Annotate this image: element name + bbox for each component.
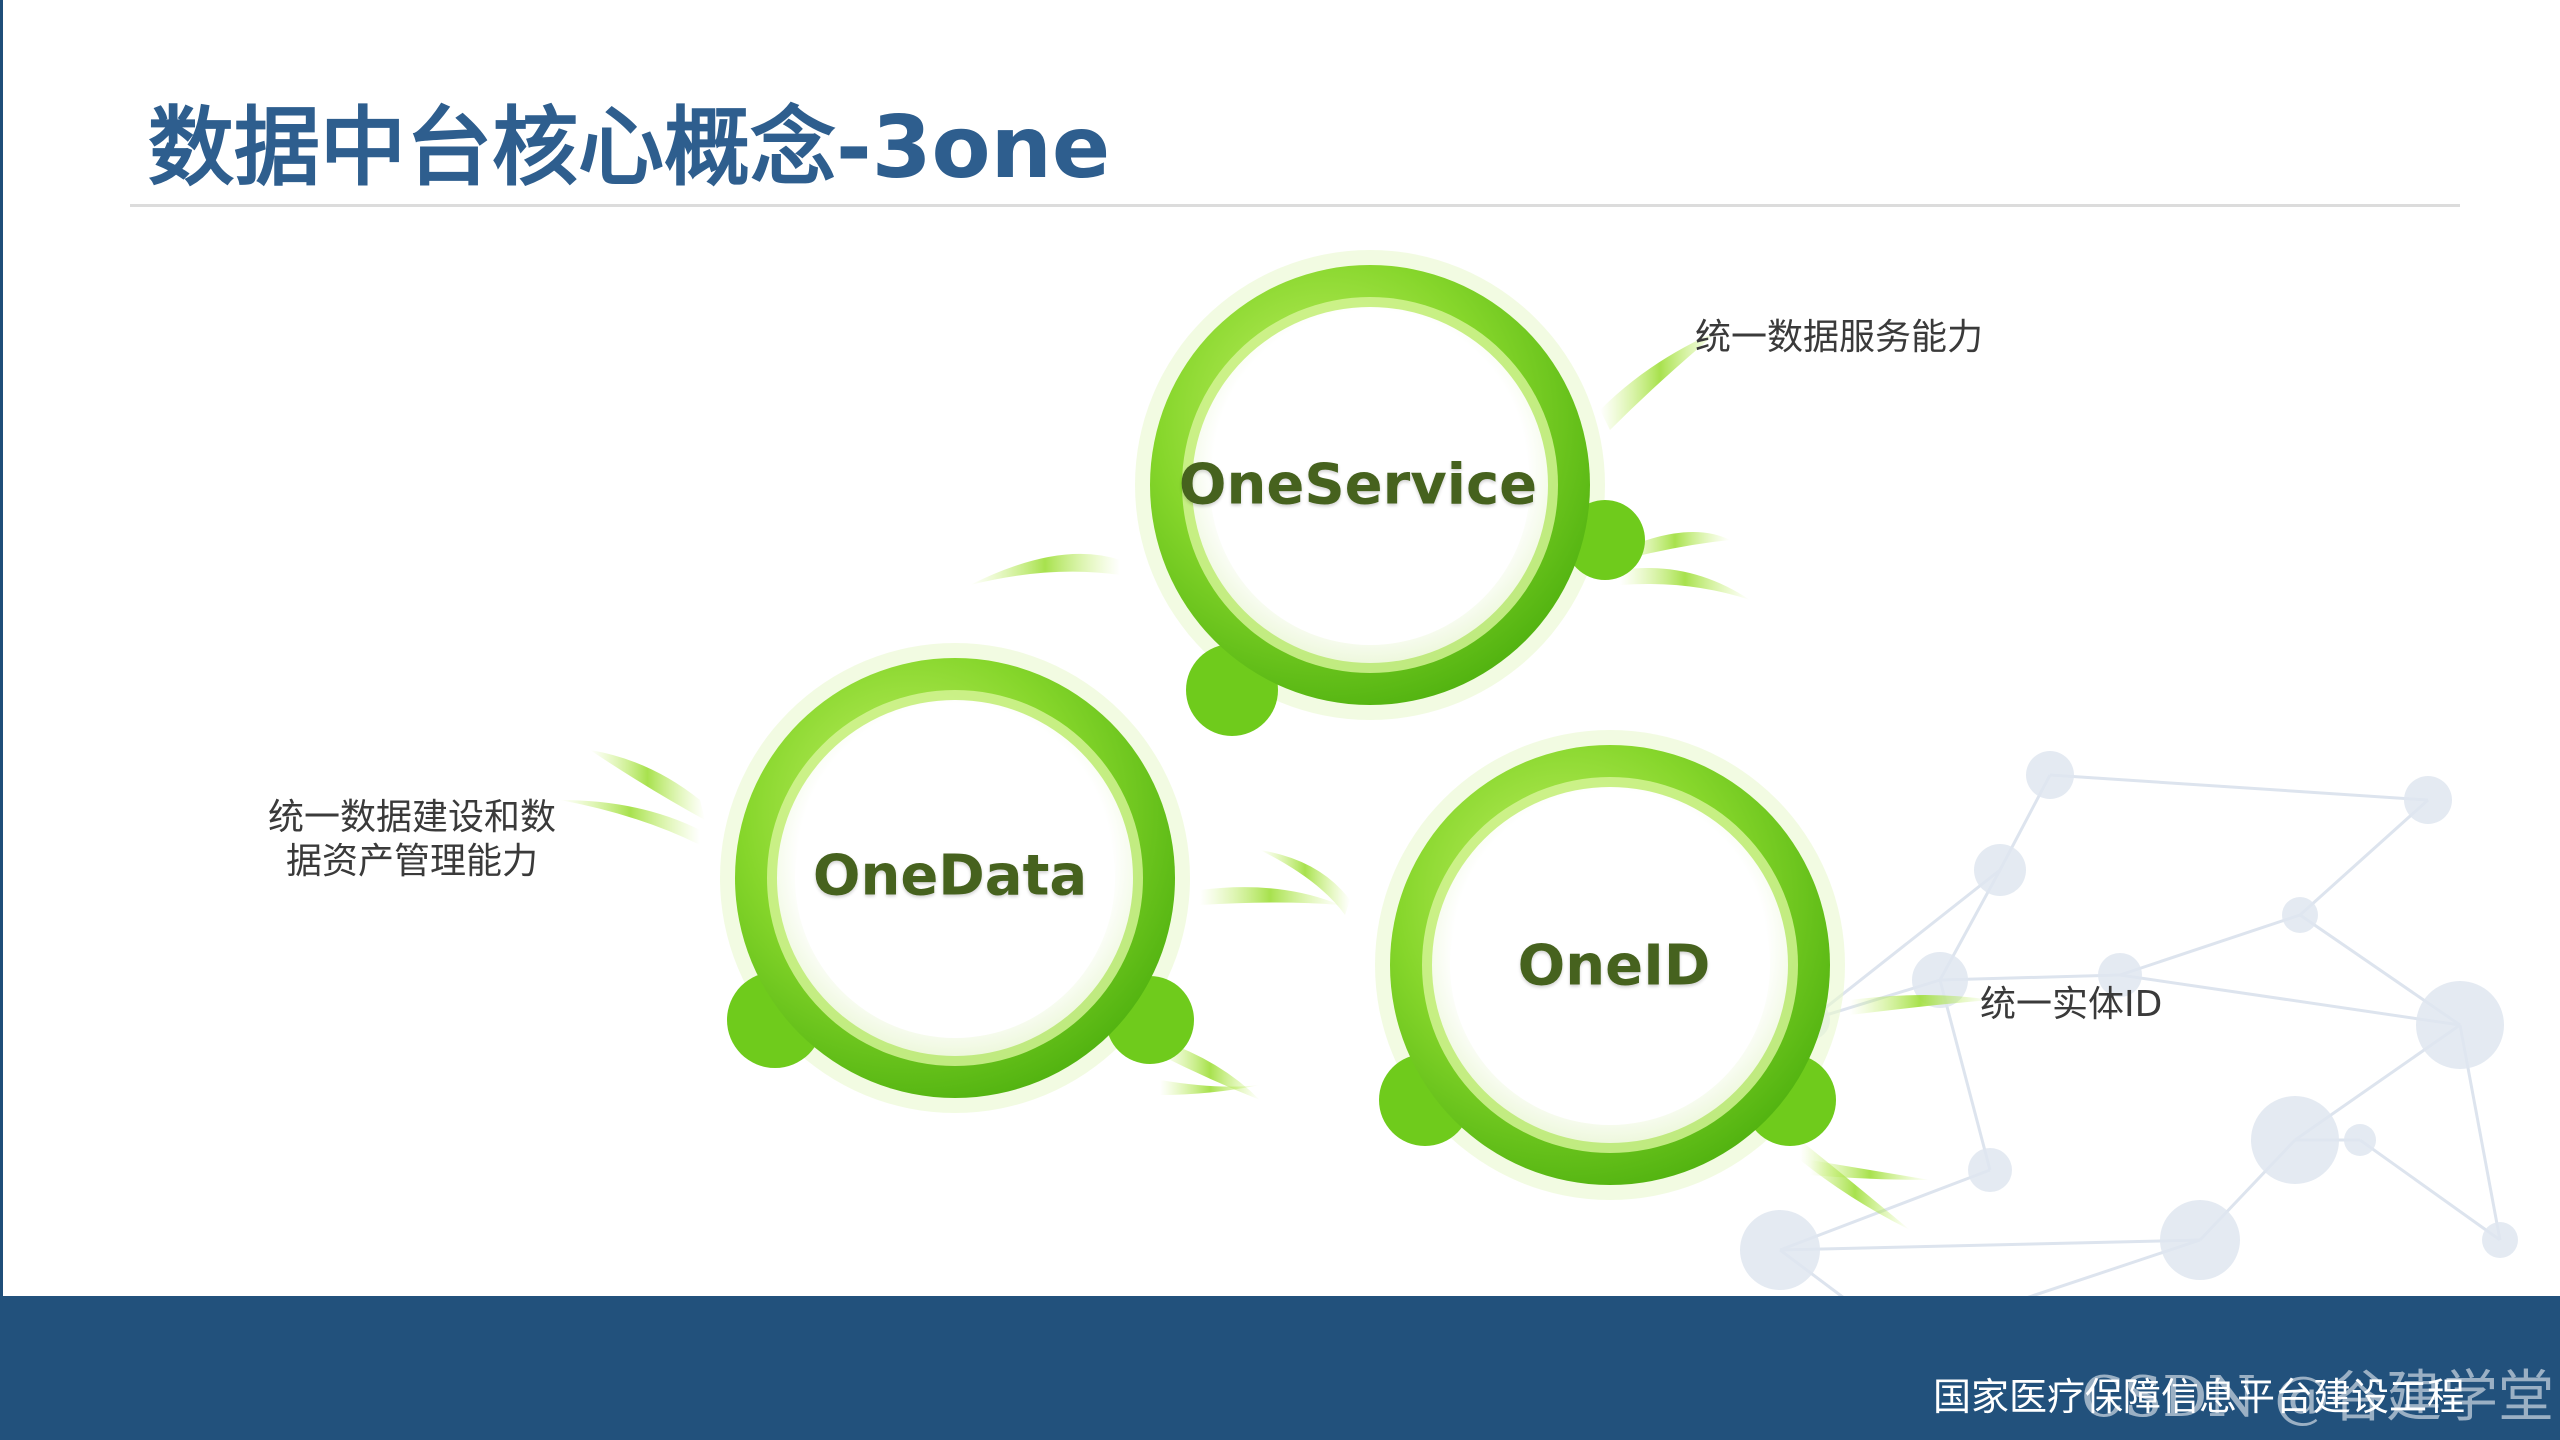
network-node xyxy=(2482,1222,2518,1258)
network-edge xyxy=(1779,1238,2201,1252)
network-node xyxy=(1740,1210,1820,1290)
circle-onedata xyxy=(560,643,1340,1113)
circle-label-oneservice: OneService xyxy=(1178,452,1538,518)
circle-label-oneid: OneID xyxy=(1517,933,1711,999)
network-edge xyxy=(1938,979,1992,1171)
circle-oneid xyxy=(1260,730,1990,1230)
network-node xyxy=(2026,751,2074,799)
left-accent-bar xyxy=(0,0,3,1296)
network-node xyxy=(2251,1096,2339,1184)
network-node xyxy=(2098,953,2142,997)
footer-text: 国家医疗保障信息平台建设工程 xyxy=(1932,1375,2465,1419)
network-node xyxy=(2344,1124,2376,1156)
concept-diagram xyxy=(560,250,1990,1230)
footer-bar xyxy=(0,1296,2560,1440)
title-underline xyxy=(130,204,2460,207)
network-node xyxy=(2404,776,2452,824)
watermark: CSDN @谷建学堂 xyxy=(2081,1365,2554,1430)
description-oneservice: 统一数据服务能力 xyxy=(1695,317,1984,358)
network-edge xyxy=(2049,773,2429,802)
network-node xyxy=(1974,844,2026,896)
description-onedata-line-2: 据资产管理能力 xyxy=(286,841,539,882)
description-oneid: 统一实体ID xyxy=(1980,984,2163,1025)
network-node xyxy=(2160,1200,2240,1280)
network-edge xyxy=(2119,973,2461,1027)
network-edge xyxy=(2119,913,2301,977)
network-edge xyxy=(2298,798,2430,917)
network-node xyxy=(1912,952,1968,1008)
circle-oneservice xyxy=(970,250,1750,736)
description-onedata-line-1: 统一数据建设和数 xyxy=(268,797,557,838)
slide-title: 数据中台核心概念-3one xyxy=(148,98,1111,198)
circle-label-onedata: OneData xyxy=(812,843,1088,909)
network-node xyxy=(2416,981,2504,1069)
network-node xyxy=(2282,897,2318,933)
network-edge xyxy=(2359,1138,2501,1242)
description-onedata: 统一数据建设和数 据资产管理能力 xyxy=(268,796,556,884)
network-edge xyxy=(1939,973,2121,982)
network-node xyxy=(1968,1148,2012,1192)
